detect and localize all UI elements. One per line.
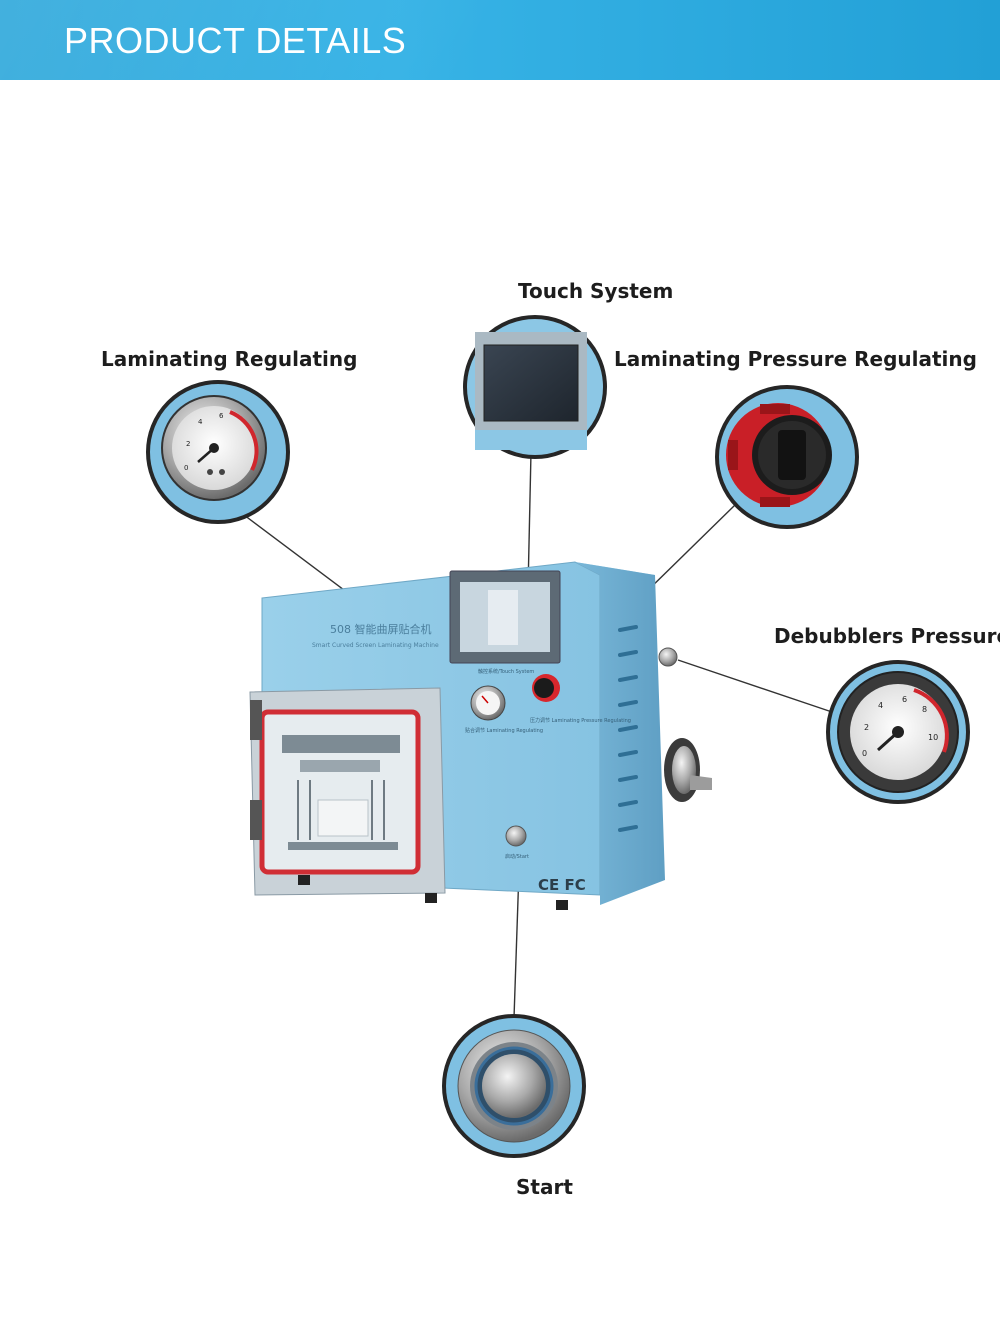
callout-start: Start (516, 1175, 573, 1199)
svg-text:0: 0 (862, 749, 867, 758)
certification-marks: CE FC (538, 876, 586, 894)
machine-pressure-label: 压力调节 Laminating Pressure Regulating (530, 717, 631, 724)
pressure-regulating-knob-zoom (715, 385, 859, 529)
svg-text:6: 6 (902, 695, 907, 704)
callout-debubblers-pressure: Debubblers Pressure (774, 624, 1000, 648)
svg-text:0: 0 (184, 464, 188, 472)
debubblers-pressure-zoom: 0 2 4 6 8 10 (826, 660, 970, 804)
line-debubblers (677, 659, 833, 713)
start-button-zoom (442, 1014, 586, 1158)
svg-text:2: 2 (864, 723, 869, 732)
callout-laminating-regulating: Laminating Regulating (101, 347, 358, 371)
line-start (513, 869, 520, 1019)
laminating-machine (249, 561, 712, 910)
touch-system-zoom (463, 315, 607, 459)
svg-text:4: 4 (878, 701, 883, 710)
laminating-regulating-zoom: 0 2 4 6 (146, 380, 290, 524)
machine-start-label: 启动/Start (505, 853, 529, 860)
machine-model-title: 508 智能曲屏贴合机 (330, 622, 432, 636)
svg-text:4: 4 (198, 418, 203, 426)
svg-text:2: 2 (186, 440, 190, 448)
svg-text:10: 10 (928, 733, 938, 742)
svg-text:6: 6 (219, 412, 224, 420)
page-title: PRODUCT DETAILS (64, 20, 407, 61)
machine-regulating-label: 贴合调节 Laminating Regulating (465, 727, 543, 734)
machine-touch-label: 触控系统/Touch System (478, 668, 534, 675)
header-banner: PRODUCT DETAILS (0, 0, 1000, 80)
callout-touch-system: Touch System (518, 279, 674, 303)
callout-laminating-pressure-regulating: Laminating Pressure Regulating (614, 347, 977, 371)
svg-text:8: 8 (922, 705, 927, 714)
machine-model-subtitle: Smart Curved Screen Laminating Machine (312, 642, 439, 649)
